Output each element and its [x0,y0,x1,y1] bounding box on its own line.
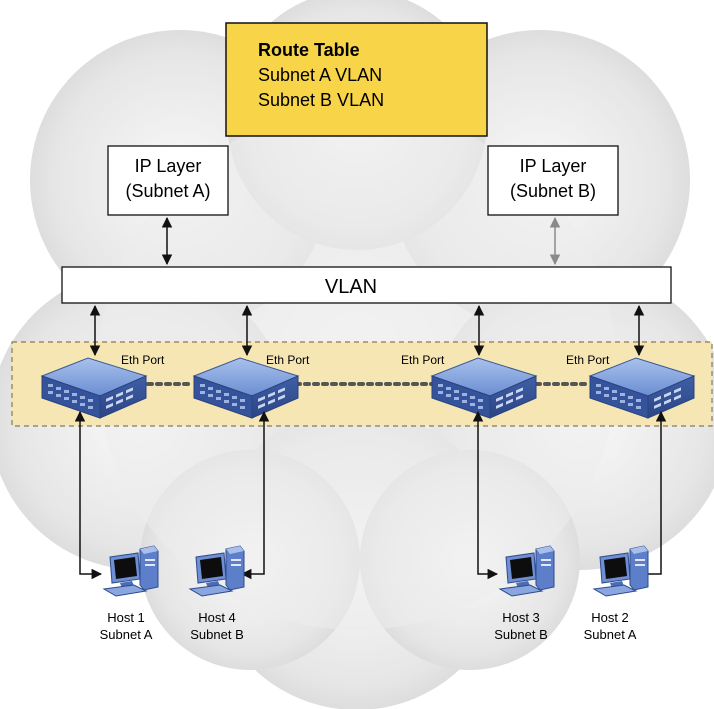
eth-port-label-4: Eth Port [566,353,610,367]
link-switch3-host3 [472,410,499,580]
vlan-label: VLAN [325,276,377,298]
host-2-subnet: Subnet A [584,627,637,642]
route-table-box: Route Table Subnet A VLAN Subnet B VLAN [225,22,488,137]
ip-layer-a-subnet: (Subnet A) [125,181,210,201]
eth-port-label-1: Eth Port [121,353,165,367]
host-1-name: Host 1 [107,610,145,625]
route-table-entry-b: Subnet B VLAN [258,90,384,110]
ip-layer-b-title: IP Layer [520,156,587,176]
link-switch1-host1 [74,410,103,580]
link-switch2-host4 [240,410,270,580]
host-2-name: Host 2 [591,610,629,625]
ip-layer-subnet-b: IP Layer (Subnet B) [487,145,619,216]
host-3-name: Host 3 [502,610,540,625]
ip-layer-a-title: IP Layer [135,156,202,176]
ip-layer-b-subnet: (Subnet B) [510,181,596,201]
host-4-name: Host 4 [198,610,236,625]
vlan-bar: VLAN [61,266,672,304]
route-table-entry-a: Subnet A VLAN [258,65,382,85]
route-table-title: Route Table [258,40,360,60]
host-4-subnet: Subnet B [190,627,244,642]
ip-layer-subnet-a: IP Layer (Subnet A) [107,145,229,216]
eth-port-label-2: Eth Port [266,353,310,367]
eth-port-label-3: Eth Port [401,353,445,367]
host-3-subnet: Subnet B [494,627,548,642]
host-1-subnet: Subnet A [100,627,153,642]
